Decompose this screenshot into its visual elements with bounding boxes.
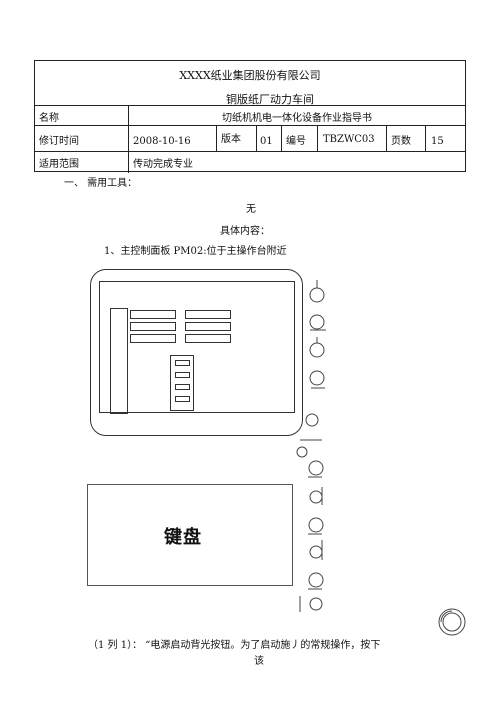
knob-icon <box>309 490 323 504</box>
pages-label: 页数 <box>391 135 411 147</box>
content-title: 具体内容： <box>220 226 270 237</box>
version-value: 01 <box>260 135 273 147</box>
revision-value: 2008-10-16 <box>133 135 191 147</box>
knob-icon <box>309 370 325 386</box>
panel-screen <box>99 281 295 414</box>
panel-indicator <box>175 384 190 390</box>
tools-none: 无 <box>246 204 256 215</box>
row-scope: 适用范围 传动完成专业 <box>35 151 465 173</box>
scope-value: 传动完成专业 <box>133 159 193 170</box>
panel-indicator <box>175 396 190 402</box>
knob-icon <box>309 545 323 559</box>
item-1-heading: 1、主控制面板 PM02:位于主操作台附近 <box>104 246 287 257</box>
code-value: TBZWC03 <box>323 133 375 145</box>
knob-icon <box>308 460 324 476</box>
panel-button <box>130 334 176 343</box>
panel-button <box>185 334 231 343</box>
knob-icon <box>309 597 323 611</box>
document-header-table: XXXX纸业集团股份有限公司 铜版纸厂动力车间 名称 切纸机机电一体化设备作业指… <box>34 60 466 173</box>
knob-icon <box>296 446 308 458</box>
row-revision: 修订时间 2008-10-16 版本 01 编号 TBZWC03 页数 15 <box>35 125 465 152</box>
revision-label: 修订时间 <box>39 135 79 147</box>
knob-icon <box>309 342 325 358</box>
row-name: 名称 切纸机机电一体化设备作业指导书 <box>35 105 465 126</box>
code-label: 编号 <box>286 135 306 147</box>
note-line-1: （1 列 1）： “电源启动背光按钮。为了启动施丿的常规操作，按下 <box>88 640 381 651</box>
control-panel-diagram <box>90 269 303 436</box>
panel-button <box>130 310 176 319</box>
keyboard-block: 键盘 <box>87 484 293 586</box>
dial-icon <box>438 608 466 636</box>
department-name: 铜版纸厂动力车间 <box>226 93 314 106</box>
panel-indicator <box>175 372 190 378</box>
knob-icon <box>308 572 324 588</box>
knob-icon <box>309 314 325 330</box>
section-tools-heading: 一、 需用工具： <box>64 178 138 189</box>
panel-indicator-group <box>170 355 194 411</box>
name-label: 名称 <box>39 112 59 124</box>
keyboard-label: 键盘 <box>164 527 202 548</box>
knob-icon <box>308 517 324 533</box>
scope-label: 适用范围 <box>39 159 79 170</box>
knob-icon <box>309 287 325 303</box>
panel-button <box>185 322 231 331</box>
note-line-2: 该 <box>254 656 264 667</box>
version-label: 版本 <box>221 133 241 145</box>
panel-left-column <box>110 308 128 414</box>
company-name: XXXX纸业集团股份有限公司 <box>179 69 321 82</box>
panel-button <box>185 310 231 319</box>
panel-button <box>130 322 176 331</box>
knob-icon <box>305 413 319 427</box>
pages-value: 15 <box>431 135 444 147</box>
panel-indicator <box>175 360 190 366</box>
name-value: 切纸机机电一体化设备作业指导书 <box>222 112 372 124</box>
